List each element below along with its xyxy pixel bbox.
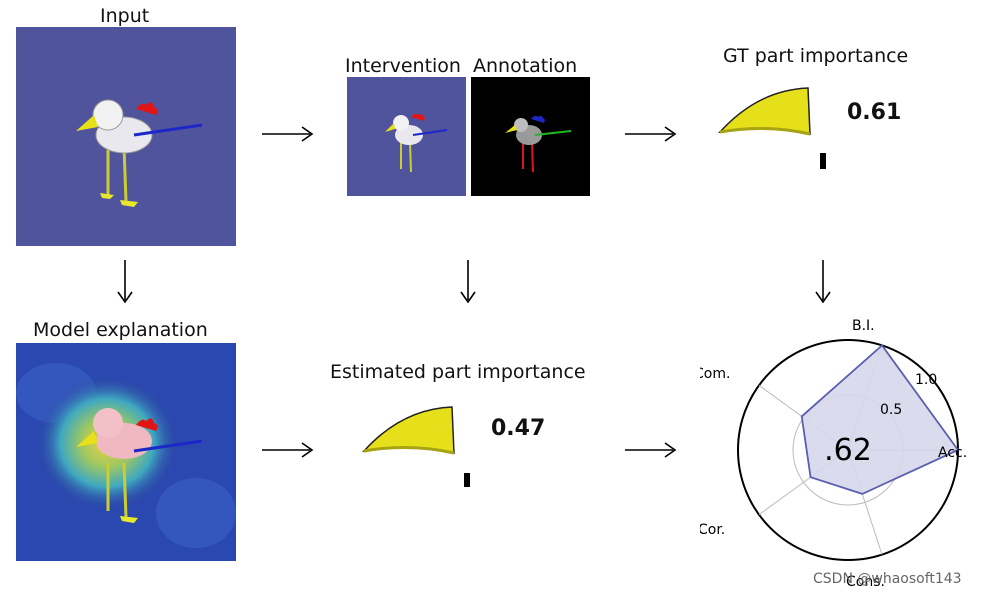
chicken-illustration-small xyxy=(385,113,448,173)
arrow-right-1 xyxy=(262,126,314,142)
radar-axis-bi: B.I. xyxy=(852,318,875,334)
model-explanation-title: Model explanation xyxy=(33,319,208,341)
arrow-right-4 xyxy=(625,442,677,458)
estimated-importance-title: Estimated part importance xyxy=(330,361,586,383)
annotation-title: Annotation xyxy=(473,55,578,77)
gt-beak-shape xyxy=(718,87,811,136)
arrow-right-3 xyxy=(262,442,314,458)
intervention-title: Intervention xyxy=(345,55,461,77)
radar-value-polygon xyxy=(800,344,960,495)
chicken-illustration xyxy=(76,99,203,207)
radar-axis-cor: Cor. xyxy=(700,522,725,538)
radar-axis-acc: Acc. xyxy=(938,445,967,461)
gt-importance-title: GT part importance xyxy=(723,45,909,67)
radar-center-value: .62 xyxy=(824,433,872,468)
estimated-score-bar xyxy=(464,473,470,487)
radar-tick-0.5: 0.5 xyxy=(880,402,902,418)
gt-score-bar xyxy=(820,153,826,169)
arrow-down-1 xyxy=(117,260,133,304)
radar-chart: 0.5 1.0 .62 B.I. Acc. Cons. Cor. Com. xyxy=(700,318,967,590)
watermark: CSDN @whaosoft143 xyxy=(813,571,962,587)
radar-tick-1.0: 1.0 xyxy=(915,372,937,388)
radar-axis-cons: Cons. xyxy=(846,574,885,590)
estimated-score: 0.47 xyxy=(491,416,546,441)
radar-axis-com: Com. xyxy=(700,366,730,382)
arrow-right-2 xyxy=(625,126,677,142)
arrow-down-2 xyxy=(460,260,476,304)
arrow-down-3 xyxy=(815,260,831,304)
gt-score: 0.61 xyxy=(847,100,902,125)
input-image xyxy=(16,27,236,246)
input-title: Input xyxy=(100,5,150,27)
part-annotation-illustration xyxy=(505,115,572,173)
saliency-heatmap xyxy=(16,343,236,561)
annotation-image xyxy=(471,77,590,196)
intervention-image xyxy=(347,77,466,196)
estimated-beak-shape xyxy=(362,406,455,455)
model-explanation-image xyxy=(16,343,236,561)
